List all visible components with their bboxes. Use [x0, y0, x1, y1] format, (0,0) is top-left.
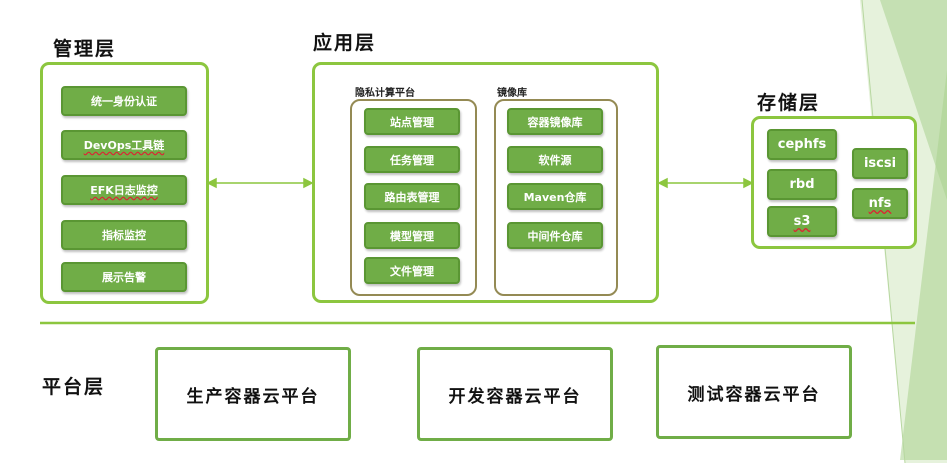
management-item: 展示告警 [61, 262, 187, 292]
privacy-platform-title: 隐私计算平台 [355, 88, 415, 99]
arrow-application-storage [657, 177, 754, 189]
privacy-item: 文件管理 [364, 257, 460, 284]
decor-triangle-mid [880, 0, 947, 200]
storage-item-nfs: nfs [852, 188, 908, 219]
storage-item-label: nfs [868, 196, 892, 211]
management-item: DevOps工具链 [61, 130, 187, 160]
platform-item-development: 开发容器云平台 [417, 347, 613, 441]
mirror-repo-title: 镜像库 [497, 88, 527, 99]
privacy-item: 任务管理 [364, 146, 460, 173]
mirror-item: Maven仓库 [507, 183, 603, 210]
management-title: 管理层 [53, 38, 117, 60]
privacy-item: 路由表管理 [364, 183, 460, 210]
management-item: 统一身份认证 [61, 86, 187, 116]
management-item-label: DevOps工具链 [83, 139, 165, 152]
mirror-item: 容器镜像库 [507, 108, 603, 135]
privacy-item: 站点管理 [364, 108, 460, 135]
mirror-item: 软件源 [507, 146, 603, 173]
management-item: EFK日志监控 [61, 175, 187, 205]
management-item-label: EFK日志监控 [90, 184, 158, 197]
storage-item-cephfs: cephfs [767, 129, 837, 160]
storage-title: 存储层 [757, 92, 821, 114]
platform-item-testing: 测试容器云平台 [656, 345, 852, 439]
mirror-item: 中间件仓库 [507, 222, 603, 249]
management-item: 指标监控 [61, 220, 187, 250]
decor-triangle-dark [900, 70, 947, 460]
storage-item-rbd: rbd [767, 169, 837, 200]
privacy-item: 模型管理 [364, 222, 460, 249]
arrow-management-application [206, 177, 314, 189]
platform-title: 平台层 [42, 376, 106, 398]
platform-item-production: 生产容器云平台 [155, 347, 351, 441]
storage-item-iscsi: iscsi [852, 148, 908, 179]
storage-item-s3: s3 [767, 206, 837, 237]
storage-item-label: s3 [793, 214, 811, 229]
application-title: 应用层 [313, 32, 377, 54]
